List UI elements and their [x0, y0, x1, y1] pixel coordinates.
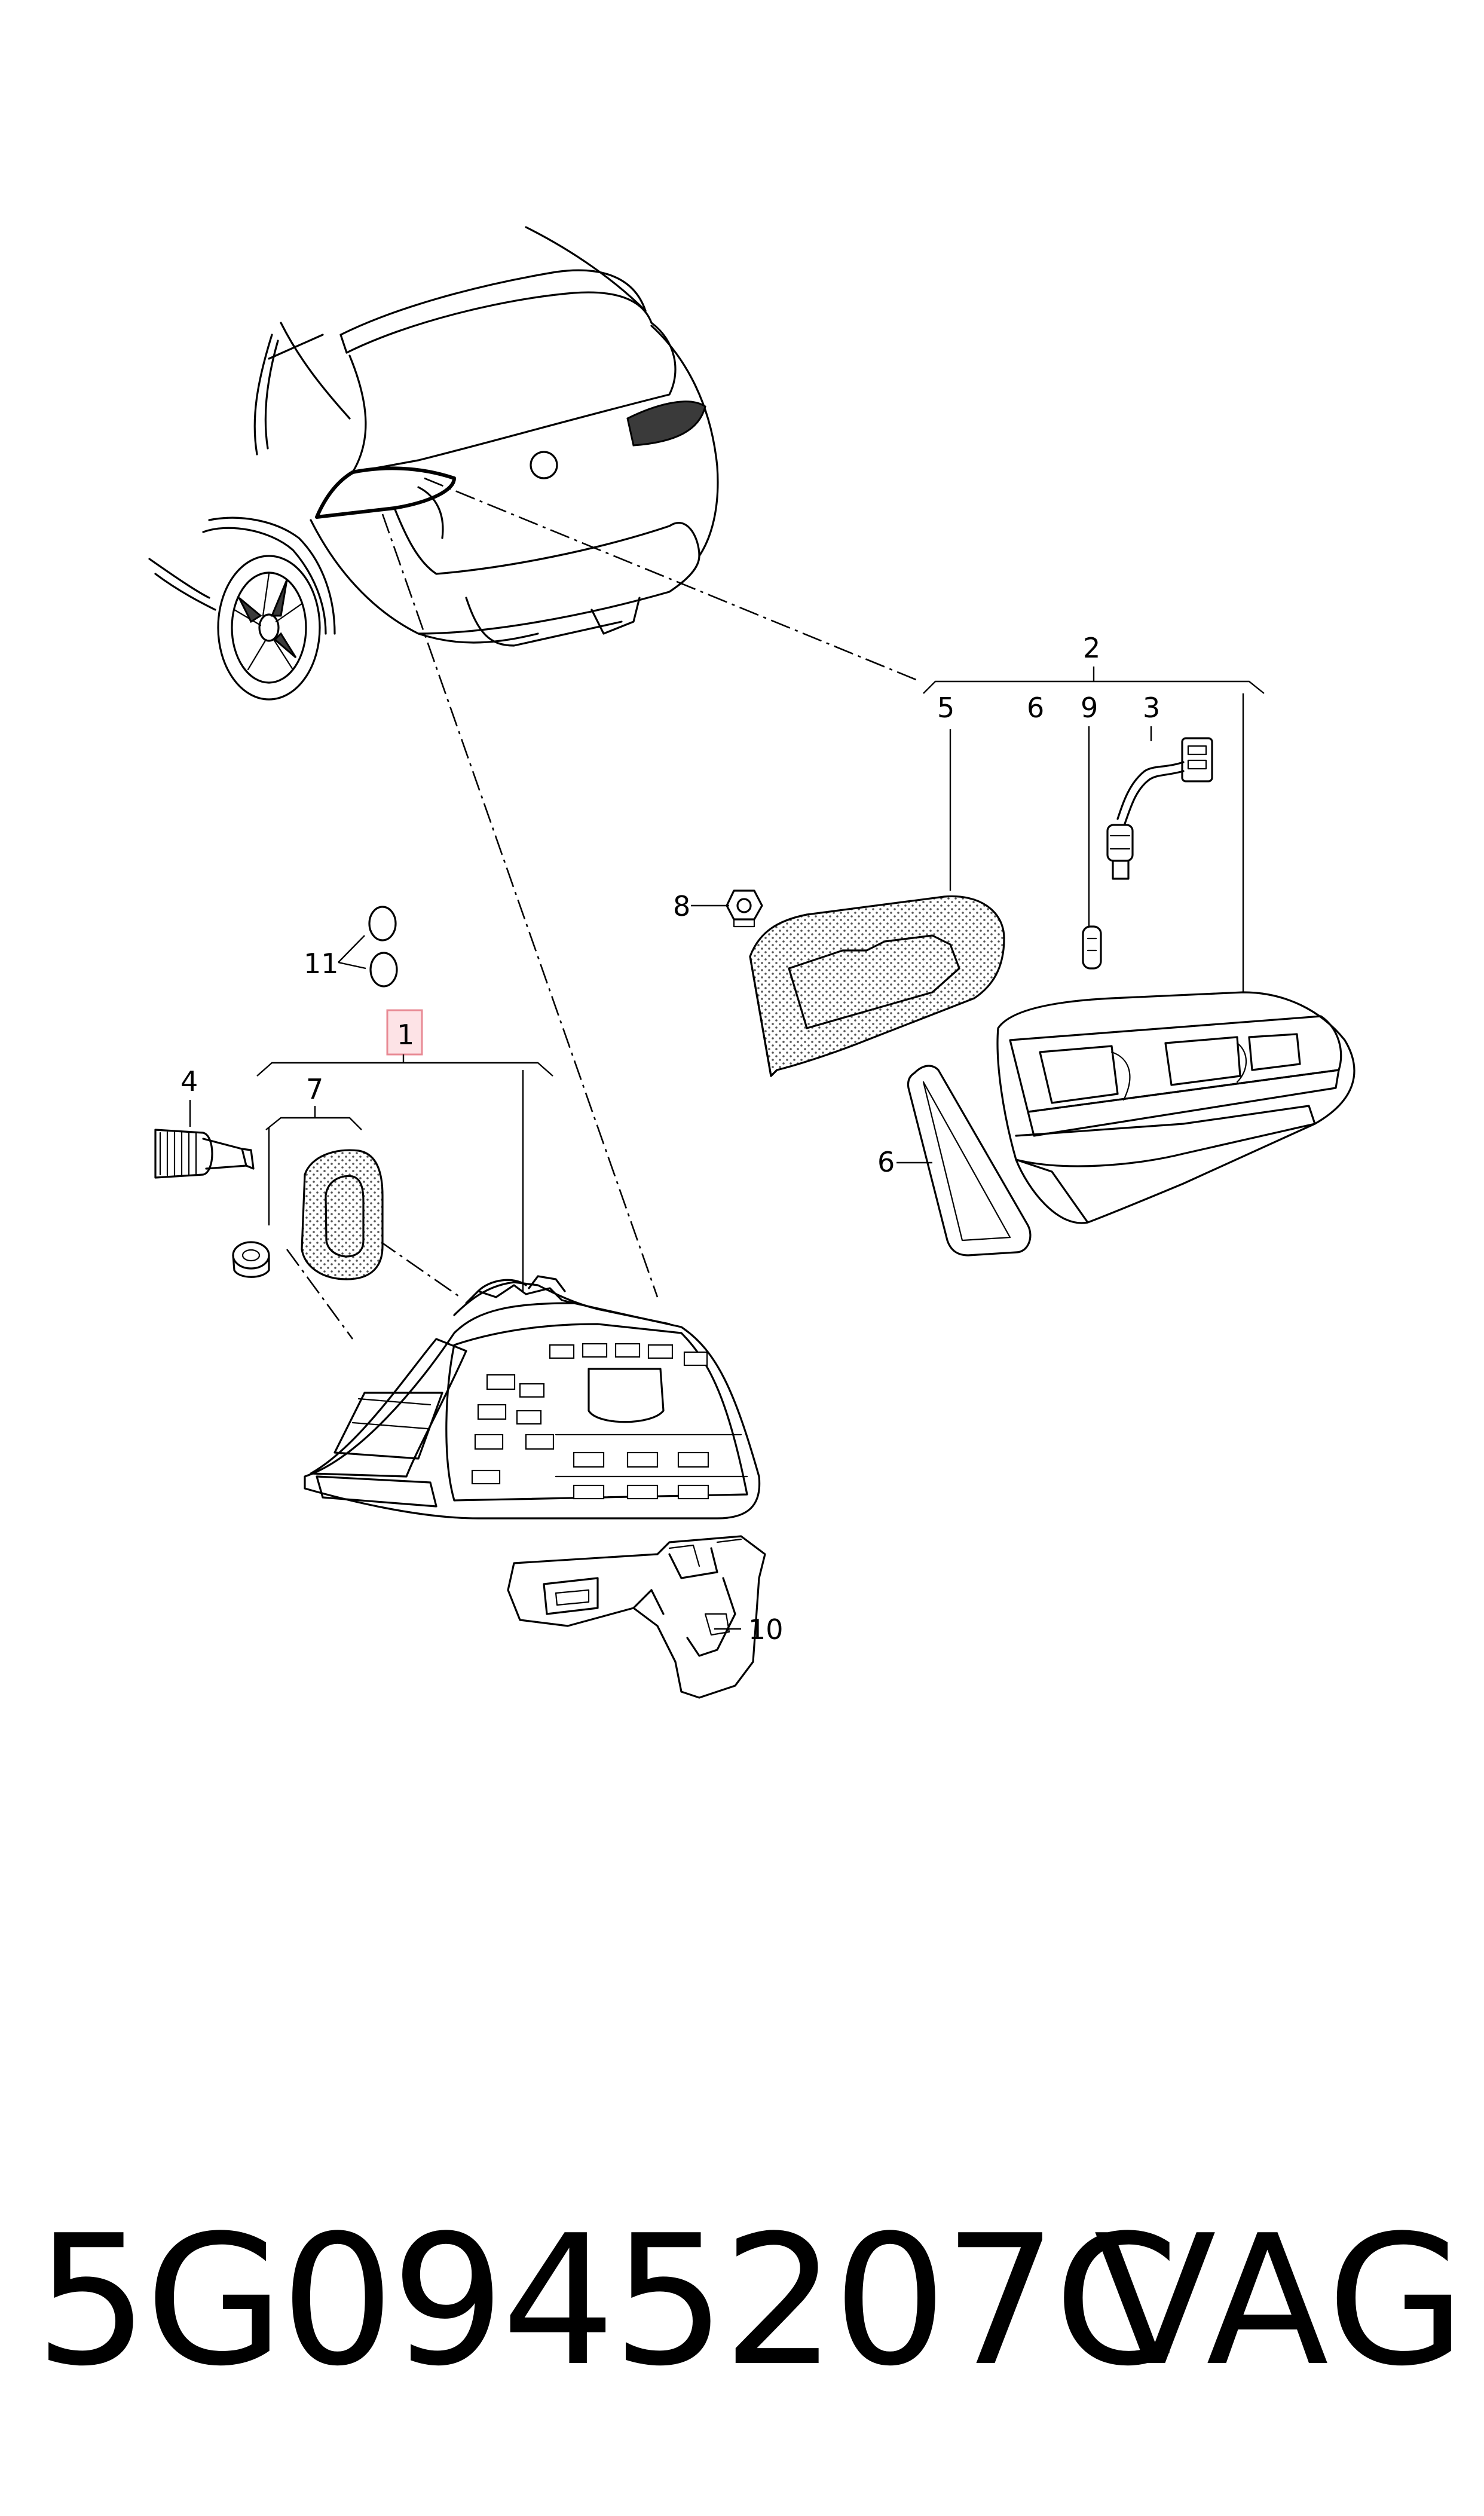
- callout-8-label: 8: [673, 890, 690, 922]
- callout-9: 9: [1081, 692, 1098, 927]
- callout-1-highlight: 1: [386, 1009, 423, 1056]
- callout-6-top: 6: [1027, 692, 1044, 724]
- bulb-part-9: [1082, 925, 1102, 970]
- callout-3: 3: [1143, 692, 1160, 741]
- wiring-harness-part-3: [1106, 737, 1213, 880]
- callout-2: 2: [1083, 632, 1100, 664]
- callout-5: 5: [937, 692, 954, 891]
- callout-11-label: 11: [304, 947, 339, 980]
- bracket-group-1: [256, 1054, 553, 1291]
- gasket-part-5: [749, 895, 1005, 1077]
- callout-9-label: 9: [1081, 692, 1098, 724]
- callout-10-label: 10: [748, 1613, 784, 1646]
- callout-5-label: 5: [937, 692, 954, 724]
- car-rear-illustration: [148, 226, 719, 701]
- gasket-part-7: [301, 1149, 384, 1280]
- caps-part-11: 11: [304, 906, 398, 988]
- bracket-group-2: 2: [923, 632, 1265, 694]
- callout-3-label: 3: [1143, 692, 1160, 724]
- callout-6-side: 6: [877, 1146, 895, 1178]
- bracket-group-7: 7: [265, 1073, 362, 1225]
- callout-7-label: 7: [306, 1073, 323, 1105]
- callout-4-label: 4: [180, 1065, 198, 1097]
- nut-part-8: 8: [673, 889, 763, 928]
- bulb-socket-part-4: 4: [154, 1065, 255, 1179]
- brand-name: VAG: [1094, 2197, 1467, 2405]
- grommet-part-7: [232, 1241, 270, 1278]
- callout-1-label: 1: [397, 1019, 414, 1051]
- inner-tail-lamp: [996, 991, 1356, 1224]
- mounting-bracket-part-10: 10: [507, 1535, 784, 1699]
- outer-tail-lamp-part-1: [304, 1275, 761, 1520]
- reflector-strip-part-6: 6: [877, 1065, 1032, 1257]
- part-number: 5G0945207C: [35, 2197, 1179, 2405]
